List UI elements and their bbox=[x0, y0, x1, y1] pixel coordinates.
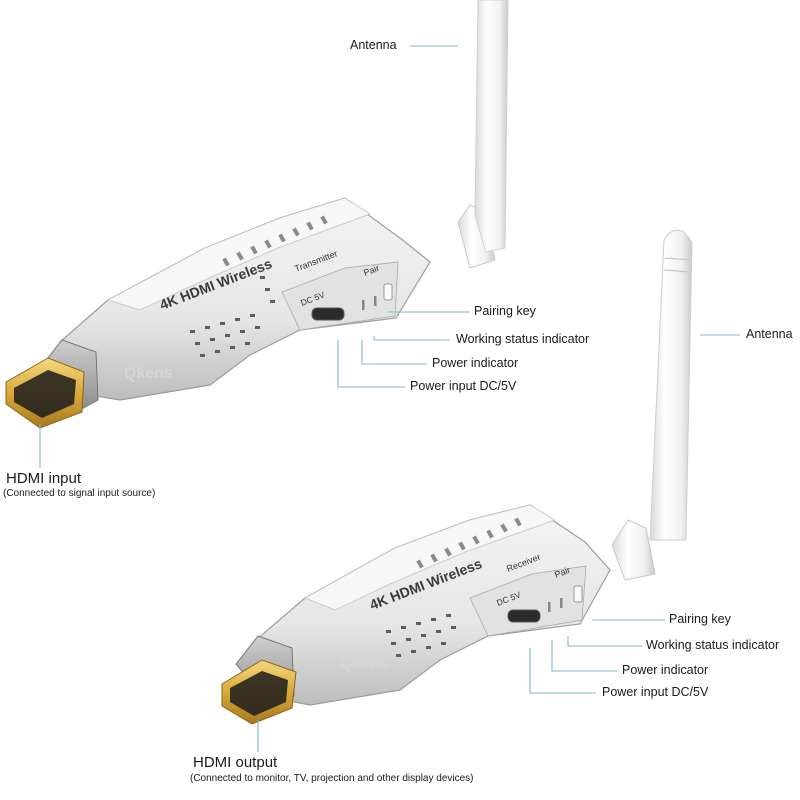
label-rx-hdmi-note: (Connected to monitor, TV, projection an… bbox=[190, 773, 474, 784]
leader-rx-power-indicator bbox=[551, 640, 617, 672]
label-tx-hdmi: HDMI input bbox=[6, 470, 82, 487]
label-rx-working-status: Working status indicator bbox=[646, 638, 780, 652]
transmitter-watermark: Qkens bbox=[124, 365, 173, 382]
label-tx-hdmi-note: (Connected to signal input source) bbox=[3, 488, 156, 499]
receiver-dc-port bbox=[507, 609, 541, 623]
transmitter-pair-key bbox=[383, 283, 393, 301]
transmitter-antenna bbox=[457, 0, 509, 269]
receiver-watermark: Qkens bbox=[340, 655, 389, 672]
transmitter-device: 4K HDMI Wireless Transmitter Pair DC 5V … bbox=[5, 0, 509, 429]
label-rx-power-input: Power input DC/5V bbox=[602, 685, 709, 699]
label-tx-working-status: Working status indicator bbox=[456, 332, 590, 346]
receiver-pair-key bbox=[573, 585, 583, 603]
label-tx-power-indicator: Power indicator bbox=[432, 356, 519, 370]
label-rx-power-indicator: Power indicator bbox=[622, 663, 709, 677]
label-tx-power-input: Power input DC/5V bbox=[410, 379, 517, 393]
leader-tx-power-input bbox=[337, 340, 405, 388]
receiver-antenna bbox=[611, 229, 693, 581]
receiver-device: 4K HDMI Wireless Receiver Pair DC 5V Qke… bbox=[221, 229, 693, 725]
leader-rx-working-status bbox=[567, 636, 642, 647]
label-rx-pairing-key: Pairing key bbox=[669, 612, 731, 626]
leader-tx-working-status bbox=[373, 336, 450, 341]
label-rx-antenna: Antenna bbox=[746, 327, 793, 341]
leader-rx-power-input bbox=[529, 648, 596, 694]
leader-tx-power-indicator bbox=[361, 340, 427, 365]
label-tx-antenna: Antenna bbox=[350, 38, 397, 52]
label-rx-hdmi: HDMI output bbox=[193, 754, 278, 771]
transmitter-dc-port bbox=[311, 307, 345, 321]
label-tx-pairing-key: Pairing key bbox=[474, 304, 536, 318]
leader-lines bbox=[39, 45, 740, 752]
